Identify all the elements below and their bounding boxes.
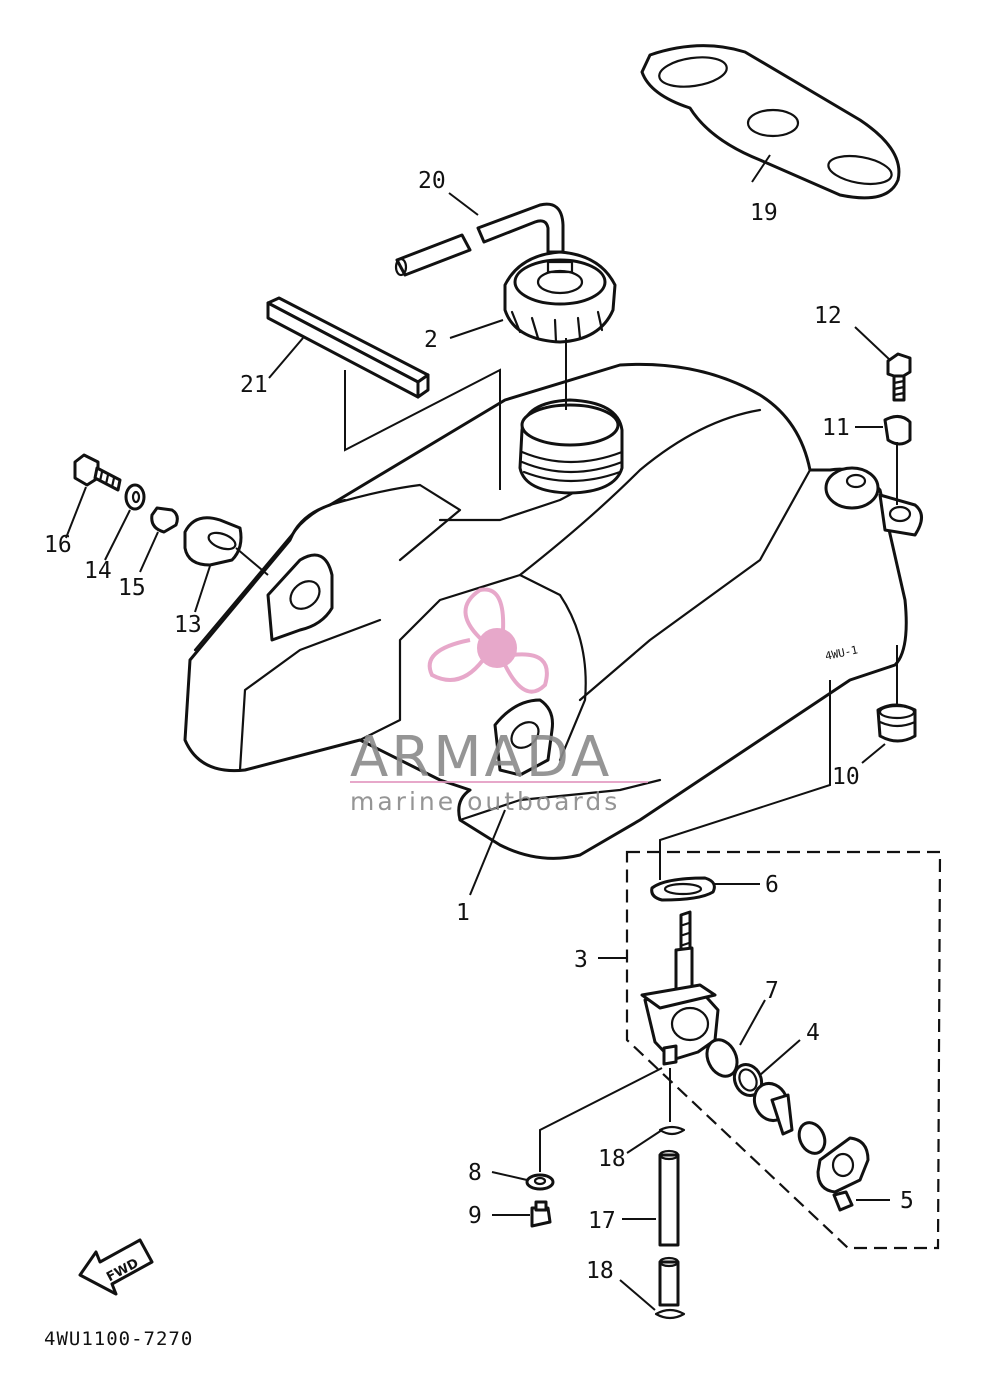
callout-labels: 19 20 2 21 12 11 16 14 15 13 10 1 6 3 7 … — [44, 168, 914, 1284]
part-2-fuel-cap — [503, 250, 617, 344]
part-11-collar — [883, 415, 912, 446]
part-3-fuel-cock — [640, 910, 720, 1066]
part-8-gasket — [525, 1173, 555, 1191]
part-1-fuel-tank: 4WU-1 — [183, 362, 923, 860]
part-6-gasket — [650, 876, 716, 902]
part-19-breather-hose — [394, 202, 565, 277]
part-13-grommet — [183, 516, 243, 567]
callout-10: 10 — [832, 764, 860, 790]
part-9-drain-screw — [530, 1200, 552, 1228]
part-lever — [752, 1082, 827, 1155]
part-16-bolt — [73, 453, 122, 492]
part-20-tank-pad — [640, 44, 901, 200]
callout-18-upper: 18 — [598, 1146, 626, 1172]
callout-1: 1 — [456, 900, 470, 926]
callout-20: 19 — [750, 200, 778, 226]
part-15-collar — [150, 506, 179, 534]
part-21-damper — [266, 296, 430, 399]
callout-3: 3 — [574, 947, 588, 973]
watermark-brand: ARMADA — [350, 725, 612, 790]
callout-6: 6 — [765, 872, 779, 898]
callout-5: 5 — [900, 1188, 914, 1214]
callout-12: 12 — [814, 303, 842, 329]
diagram-code: 4WU1100-7270 — [44, 1328, 193, 1350]
callout-11: 11 — [822, 415, 850, 441]
part-hose-lower — [658, 1256, 680, 1307]
callout-4: 4 — [806, 1020, 820, 1046]
callout-7: 7 — [765, 978, 779, 1004]
part-cover-plate — [816, 1136, 870, 1194]
callout-17: 17 — [588, 1208, 616, 1234]
callout-18-lower: 18 — [586, 1258, 614, 1284]
part-14-washer — [124, 483, 146, 511]
callout-9: 9 — [468, 1203, 482, 1229]
watermark-tagline: marine outboards — [350, 787, 620, 816]
leader-lines — [65, 154, 898, 1311]
callout-8: 8 — [468, 1160, 482, 1186]
callout-14: 14 — [84, 558, 112, 584]
armada-watermark: ARMADA marine outboards — [350, 587, 648, 816]
part-18-clip-lower — [654, 1308, 686, 1320]
part-5-screw — [832, 1190, 854, 1212]
part-12-bolt — [886, 352, 912, 402]
part-7-filter — [705, 1038, 739, 1078]
callout-2: 2 — [424, 327, 438, 353]
part-17-fuel-hose — [658, 1149, 680, 1247]
callout-15: 15 — [118, 575, 146, 601]
callout-19: 20 — [418, 168, 446, 194]
callout-16: 16 — [44, 532, 72, 558]
part-10-grommet — [876, 703, 917, 743]
callout-13: 13 — [174, 612, 202, 638]
fuel-cock-assembly-outline — [625, 850, 942, 1250]
part-18-clip-upper — [658, 1125, 686, 1136]
propeller-logo-icon — [427, 587, 549, 694]
fwd-arrow-icon: FWD — [78, 1238, 154, 1296]
callout-21: 21 — [240, 372, 268, 398]
